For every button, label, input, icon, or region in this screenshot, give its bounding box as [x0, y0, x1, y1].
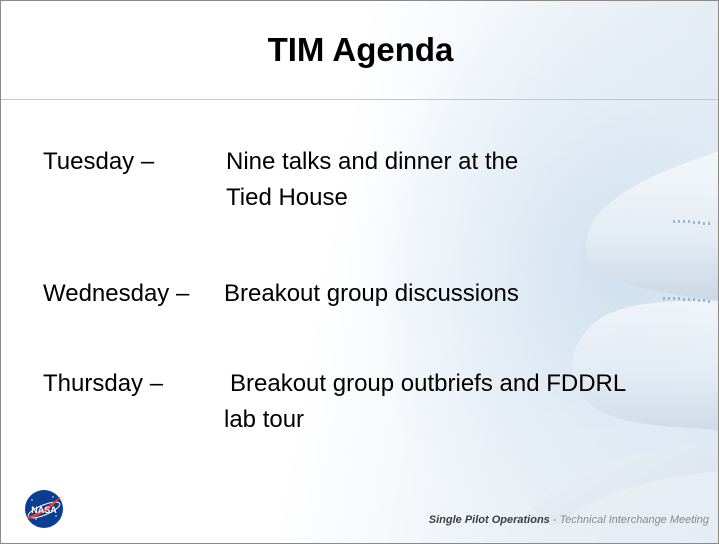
- footer-text: Single Pilot Operations - Technical Inte…: [429, 514, 709, 526]
- agenda-day-label: Wednesday –: [43, 280, 190, 307]
- nasa-logo-icon: NASA: [25, 490, 63, 528]
- footer-strong: Single Pilot Operations: [428, 514, 550, 526]
- agenda-description-line: lab tour: [224, 406, 305, 433]
- slide-title: TIM Agenda: [267, 31, 454, 68]
- title-divider: [1, 99, 718, 100]
- agenda-day-label: Thursday –: [43, 370, 164, 397]
- agenda-description-line: Breakout group outbriefs and FDDRL: [230, 370, 627, 397]
- footer-separator: -: [549, 514, 560, 526]
- agenda-day-label: Tuesday –: [43, 148, 155, 175]
- footer-meeting-name: Technical Interchange Meeting: [559, 514, 709, 526]
- agenda-description-line: Tied House: [226, 184, 348, 211]
- logo-text: NASA: [31, 505, 57, 515]
- agenda-description-line: Nine talks and dinner at the: [226, 148, 519, 175]
- agenda-description-line: Breakout group discussions: [224, 280, 519, 307]
